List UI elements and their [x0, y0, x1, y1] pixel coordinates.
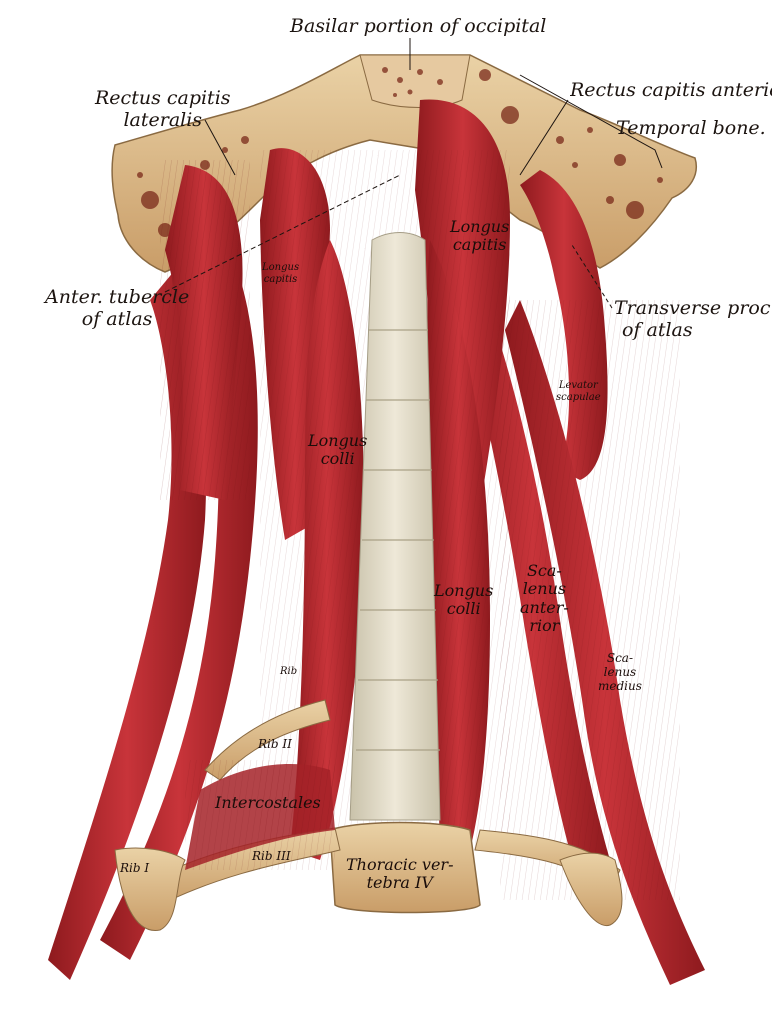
thoracic-vertebra-iv — [329, 821, 481, 914]
label-temporal-bone: Temporal bone. — [616, 117, 766, 139]
label-intercostales: Intercostales — [215, 793, 321, 812]
leader-transverse — [571, 244, 613, 309]
label-rectus-capitis-lateralis: Rectus capitis lateralis — [95, 87, 231, 131]
label-rib-upper: Rib — [280, 666, 298, 677]
leader-anter-tubercle — [164, 174, 401, 293]
label-anter-tubercle-of-atlas: Anter. tubercle of atlas — [45, 286, 190, 330]
leader-temporal — [519, 74, 663, 169]
label-scalenus-anterior: Sca- lenus anter- rior — [520, 561, 569, 636]
label-rib-i: Rib I — [120, 861, 150, 875]
label-longus-colli-left: Longus colli — [308, 431, 368, 469]
leader-lines — [164, 38, 663, 309]
label-longus-colli-right: Longus colli — [434, 581, 494, 619]
basilar-process — [359, 54, 471, 108]
label-rib-ii: Rib II — [258, 737, 292, 751]
label-longus-capitis-right: Longus capitis — [450, 217, 510, 255]
leader-rectus-lateralis — [204, 119, 236, 176]
label-levator-scapulae: Levator scapulae — [556, 380, 601, 403]
anterior-longitudinal-ligament — [349, 232, 441, 821]
label-rectus-capitis-anterior: Rectus capitis anterior — [570, 80, 772, 101]
rib-i-right — [559, 852, 623, 926]
label-scalenus-medius: Sca- lenus medius — [598, 651, 642, 693]
vertebral-bands — [356, 329, 440, 751]
label-longus-capitis-left: Longus capitis — [262, 262, 300, 285]
label-rib-iii: Rib III — [252, 849, 291, 863]
vertebral-column — [329, 232, 481, 914]
rib-i-left — [114, 847, 186, 931]
leader-rectus-anterior — [519, 99, 569, 176]
ribs — [114, 699, 623, 931]
label-transverse-proc-of-atlas: Transverse proc. of atlas — [614, 297, 772, 341]
label-basilar-portion: Basilar portion of occipital — [290, 15, 547, 37]
label-thoracic-vertebra-iv: Thoracic ver- tebra IV — [346, 855, 454, 893]
